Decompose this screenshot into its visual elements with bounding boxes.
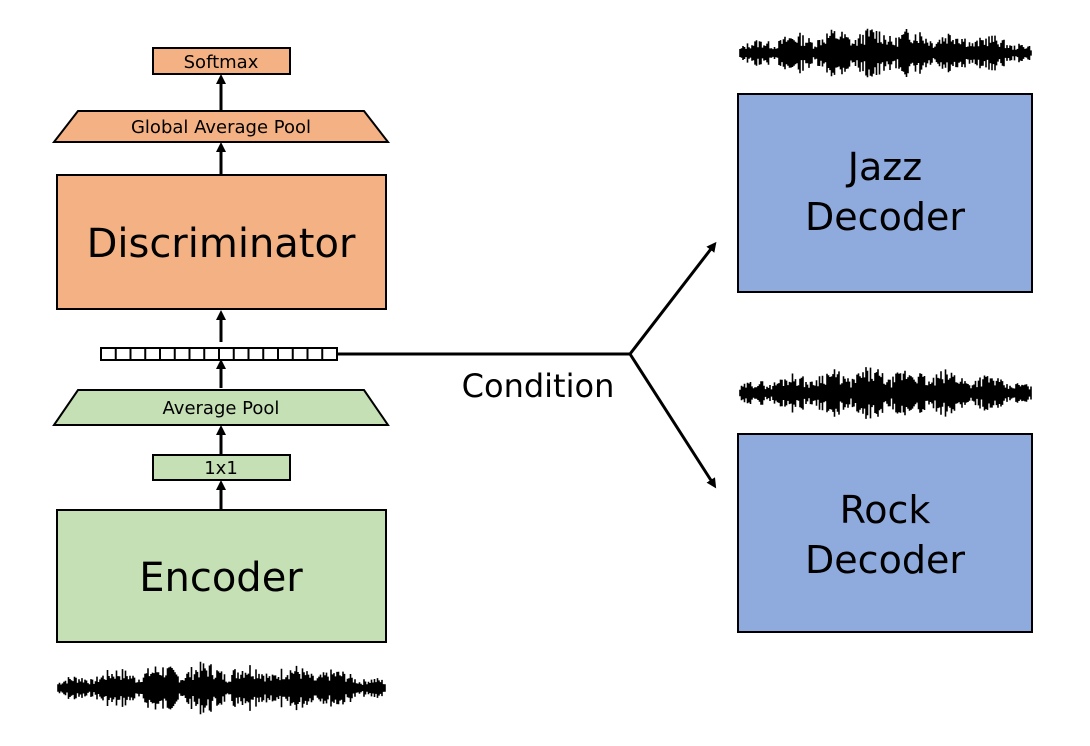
jazz-decoder-label-line1: Jazz xyxy=(846,145,922,189)
arrow-to-jazz-decoder xyxy=(628,241,717,355)
arrow-to-rock-decoder xyxy=(628,353,717,489)
global-average-pool-block xyxy=(51,110,391,143)
rock-decoder-label-line2: Decoder xyxy=(805,538,965,582)
rock-decoder-box xyxy=(737,433,1033,633)
average-pool-label: Average Pool xyxy=(163,398,280,419)
jazz-waveform-icon xyxy=(739,28,1032,78)
encoder-label: Encoder xyxy=(139,555,303,601)
discriminator-label: Discriminator xyxy=(87,221,356,267)
rock-decoder-label-line1: Rock xyxy=(840,488,931,532)
jazz-decoder-box xyxy=(737,93,1033,293)
rock-waveform-icon xyxy=(739,367,1032,419)
discriminator-box xyxy=(56,174,387,310)
jazz-decoder-label-line2: Decoder xyxy=(805,195,965,239)
average-pool-block xyxy=(52,389,390,426)
latent-vector-icon xyxy=(100,347,338,361)
conv-1x1-box xyxy=(152,454,291,481)
condition-label: Condition xyxy=(462,367,615,405)
global-average-pool-label: Global Average Pool xyxy=(131,117,311,138)
softmax-label: Softmax xyxy=(184,52,259,73)
conv-1x1-label: 1x1 xyxy=(204,458,238,479)
input-waveform-icon xyxy=(57,661,386,715)
encoder-box xyxy=(56,509,387,643)
